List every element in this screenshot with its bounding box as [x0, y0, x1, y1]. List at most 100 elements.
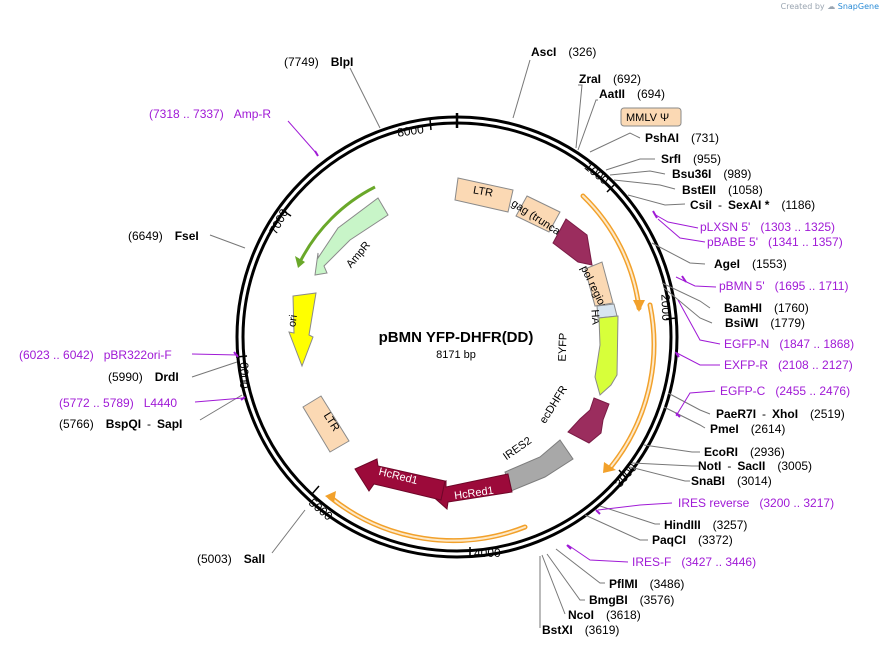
leader-ascI	[512, 59, 531, 119]
enzyme-salI[interactable]: (5003)SalI	[197, 552, 265, 566]
enzyme-aatII[interactable]: AatII(694)	[599, 87, 665, 101]
enzyme-bstXI[interactable]: BstXI(3619)	[542, 623, 619, 637]
leader-hindIII	[599, 505, 660, 525]
leader-blpI	[349, 67, 381, 129]
leader-aatII	[577, 99, 598, 151]
primer-amp-r[interactable]: (7318 .. 7337)Amp-R	[149, 107, 271, 121]
primer-mark-pBMN	[681, 275, 687, 283]
enzyme-paqCI[interactable]: PaqCI(3372)	[652, 533, 733, 547]
leader-paqCI	[584, 514, 648, 541]
credit-prefix: Created by	[780, 2, 825, 11]
primer-pbr322ori-f[interactable]: (6023 .. 6042)pBR322ori-F	[19, 348, 172, 362]
primer-egfp-n[interactable]: EGFP-N(1847 .. 1868)	[724, 337, 854, 351]
snapgene-credit: Created by ☁ SnapGene	[781, 2, 879, 11]
enzyme-paeR7I-xhoI[interactable]: PaeR7I-XhoI(2519)	[716, 407, 845, 421]
primer-pBMN-5[interactable]: pBMN 5'(1695 .. 1711)	[719, 279, 848, 293]
ecdhfr-feature[interactable]	[567, 397, 610, 444]
leader-ecoRI	[643, 444, 700, 453]
enzyme-zraI[interactable]: ZraI(692)	[579, 72, 641, 86]
hcred1-right-feature[interactable]	[428, 473, 513, 510]
primer-l4440[interactable]: (5772 .. 5789)L4440	[59, 396, 177, 410]
enzyme-bamHI[interactable]: BamHI(1760)	[724, 301, 809, 315]
tick-mark-5000	[311, 485, 320, 495]
orf-arc-fusion-arrowhead	[603, 462, 616, 473]
mmlv-psi-box[interactable]	[620, 107, 682, 127]
ampr-feature[interactable]	[314, 197, 389, 276]
primer-exfp-r[interactable]: EXFP-R(2108 .. 2127)	[724, 358, 853, 372]
leader-paeR7I	[667, 392, 711, 415]
hcred1-left-feature[interactable]	[354, 458, 446, 501]
enzyme-blpI[interactable]: (7749)BlpI	[284, 55, 353, 69]
ltr-bottom-feature[interactable]	[302, 395, 350, 453]
enzyme-pflMI[interactable]: PflMI(3486)	[609, 577, 684, 591]
leader-srfI	[605, 158, 655, 171]
enzyme-ageI[interactable]: AgeI(1553)	[714, 257, 787, 271]
enzyme-pmeI[interactable]: PmeI(2614)	[710, 422, 785, 436]
primer-mark-pbr322ori	[233, 351, 239, 358]
tick-label-8000: 8000	[396, 122, 425, 140]
hcred1-right-label: HcRed1	[453, 485, 494, 502]
enzyme-pshAI[interactable]: PshAI(731)	[645, 131, 719, 145]
leader-fseI	[209, 234, 246, 249]
primer-pBABE-5[interactable]: pBABE 5'(1341 .. 1357)	[707, 235, 843, 249]
leader-ires-reverse	[597, 502, 673, 511]
ltr-top-feature[interactable]	[454, 177, 514, 213]
ma-tag-feature[interactable]	[552, 218, 593, 266]
gag-feature[interactable]	[515, 195, 561, 233]
leader-pbr322ori	[191, 353, 239, 356]
leader-snaBI	[629, 466, 690, 482]
enzyme-bsiWI[interactable]: BsiWI(1779)	[725, 316, 805, 330]
eyfp-feature[interactable]	[594, 315, 619, 396]
leader-bstEII	[613, 179, 676, 190]
enzyme-ascI[interactable]: AscI(326)	[531, 45, 596, 59]
enzyme-snaBI[interactable]: SnaBI(3014)	[691, 474, 772, 488]
leader-ageI	[651, 242, 706, 265]
leader-l4440	[194, 397, 244, 403]
enzyme-csiI-sexAI[interactable]: CsiI-SexAI *(1186)	[690, 198, 815, 212]
eyfp-label: EYFP	[557, 333, 570, 362]
primer-markers	[233, 150, 687, 550]
primer-mark-exfpR	[675, 352, 680, 358]
primer-mark-iresF	[566, 544, 572, 550]
primer-mark-l4440	[240, 396, 246, 401]
orf-arc-gag-fill	[582, 195, 640, 309]
leader-bmgBI	[546, 553, 585, 601]
enzyme-ecoRI[interactable]: EcoRI(2936)	[704, 445, 785, 459]
enzyme-bsu36I[interactable]: Bsu36I(989)	[672, 167, 751, 181]
enzyme-srfI[interactable]: SrfI(955)	[661, 152, 721, 166]
primer-ires-reverse[interactable]: IRES reverse(3200 .. 3217)	[678, 496, 834, 510]
tick-mark-7000	[281, 209, 292, 217]
ampr-orf-line	[298, 185, 376, 263]
ori-label: ori	[286, 314, 300, 328]
leader-drdI	[191, 361, 238, 378]
enzyme-bstEII[interactable]: BstEII(1058)	[682, 183, 763, 197]
tick-mark-2000	[665, 317, 678, 320]
leader-exfpR	[674, 351, 720, 366]
primer-mark-pLXSN	[652, 210, 658, 219]
enzyme-notI-sacII[interactable]: NotI-SacII(3005)	[698, 459, 812, 473]
ampr-orf-arrowhead	[295, 256, 305, 268]
leader-egfpC	[675, 390, 716, 417]
enzyme-ncoI[interactable]: NcoI(3618)	[568, 608, 641, 622]
plasmid-name: pBMN YFP-DHFR(DD)	[379, 329, 534, 346]
primer-pLXSN-5[interactable]: pLXSN 5'(1303 .. 1325)	[700, 220, 835, 234]
orf-arc-gag-arrowhead	[633, 300, 645, 312]
tick-mark-1000	[606, 184, 615, 193]
leader-csiI	[627, 194, 686, 206]
leader-zraI	[575, 84, 583, 149]
credit-brand: SnapGene	[837, 2, 879, 11]
primer-mark-egfpC	[675, 412, 681, 418]
leader-pflMI	[555, 548, 605, 584]
primer-egfp-c[interactable]: EGFP-C(2455 .. 2476)	[720, 384, 850, 398]
enzyme-fseI[interactable]: (6649)FseI	[128, 229, 199, 243]
ori-feature[interactable]	[288, 292, 317, 368]
leader-ncoI	[541, 554, 566, 615]
ires2-label: IRES2	[501, 435, 534, 463]
enzyme-bmgBI[interactable]: BmgBI(3576)	[589, 593, 674, 607]
enzyme-hindIII[interactable]: HindIII(3257)	[664, 518, 747, 532]
pol-region-feature[interactable]	[584, 261, 614, 307]
enzyme-bspQI-sapI[interactable]: (5766)BspQI-SapI	[59, 417, 182, 431]
leader-bsiWI	[663, 287, 713, 324]
enzyme-drdI[interactable]: (5990)DrdI	[108, 370, 179, 384]
primer-ires-f[interactable]: IRES-F(3427 .. 3446)	[632, 555, 756, 569]
